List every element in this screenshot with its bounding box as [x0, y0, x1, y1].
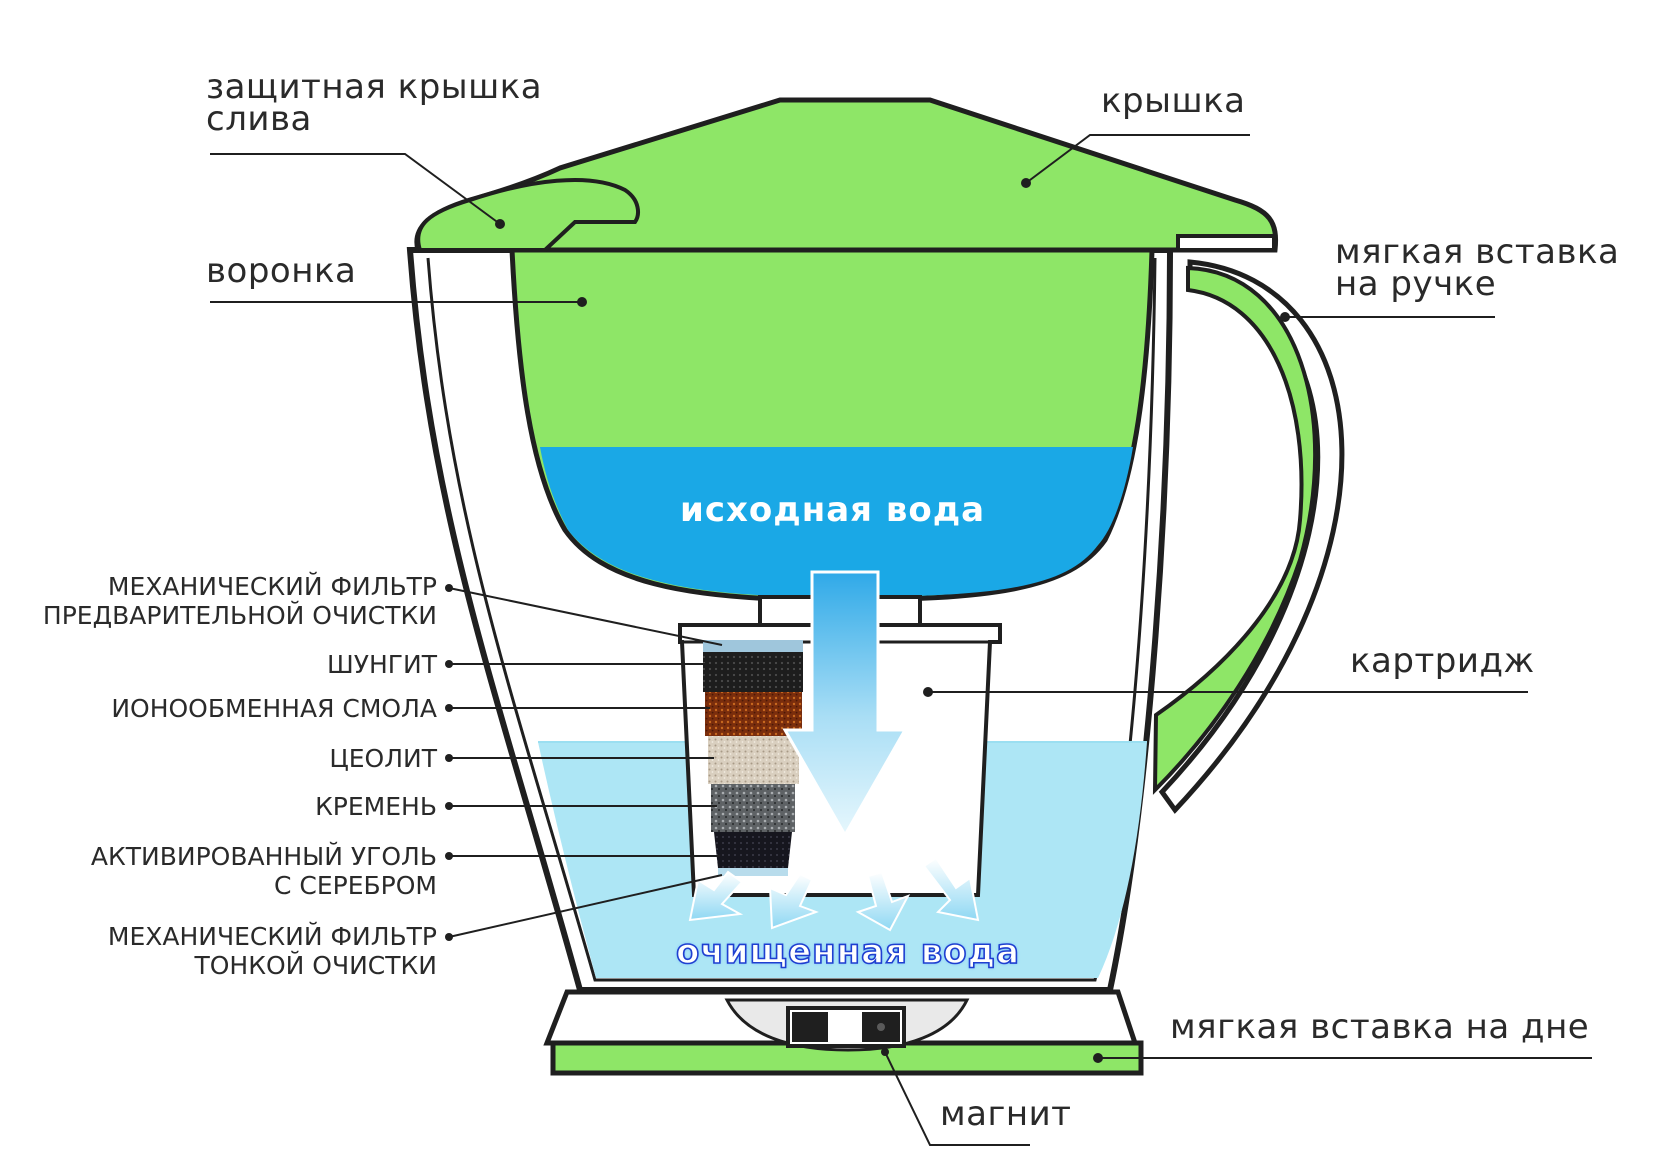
label-drain-cover: защитная крышка слива	[206, 67, 543, 139]
label-handle-insert-line2: на ручке	[1335, 264, 1497, 304]
label-prefilter-line1: МЕХАНИЧЕСКИЙ ФИЛЬТР	[107, 572, 437, 601]
label-carbon-line1: АКТИВИРОВАННЫЙ УГОЛЬ	[90, 842, 437, 871]
label-handle-insert-line1: мягкая вставка	[1335, 232, 1620, 272]
label-funnel: воронка	[206, 251, 357, 291]
outflow-arrow-3	[855, 870, 911, 932]
label-lid: крышка	[1101, 81, 1246, 121]
drain-cover	[416, 177, 640, 252]
label-ion-resin: ИОНООБМЕННАЯ СМОЛА	[111, 694, 437, 723]
outflow-arrow-2	[768, 872, 819, 930]
label-source-water: исходная вода	[680, 490, 986, 530]
label-fine-filter-line2: ТОНКОЙ ОЧИСТКИ	[194, 951, 437, 980]
pitcher-inner-wall	[426, 257, 1157, 982]
leader-dots	[445, 178, 1290, 1063]
label-flint: КРЕМЕНЬ	[315, 792, 437, 821]
layer-carbon	[714, 832, 792, 868]
outflow-arrow-4	[922, 856, 980, 922]
magnet	[724, 998, 970, 1052]
handle-insert	[1152, 265, 1318, 795]
filter-layers	[703, 640, 803, 876]
label-handle-insert: мягкая вставка на ручке	[1335, 232, 1620, 304]
label-prefilter-line2: ПРЕДВАРИТЕЛЬНОЙ ОЧИСТКИ	[42, 601, 437, 630]
source-water	[540, 447, 1133, 597]
label-carbon: АКТИВИРОВАННЫЙ УГОЛЬ С СЕРЕБРОМ	[91, 842, 437, 900]
label-carbon-line2: С СЕРЕБРОМ	[273, 871, 437, 900]
layer-zeolite	[708, 736, 799, 784]
label-zeolite: ЦЕОЛИТ	[329, 744, 437, 773]
layer-prefilter	[703, 640, 803, 652]
outflow-arrow-1	[688, 870, 744, 922]
label-purified-water: очищенная вода	[675, 931, 1021, 973]
handle	[1152, 259, 1345, 814]
label-magnet: магнит	[940, 1094, 1072, 1134]
lid	[414, 97, 1279, 253]
outflow-arrows	[688, 856, 980, 932]
label-fine-filter: МЕХАНИЧЕСКИЙ ФИЛЬТР ТОНКОЙ ОЧИСТКИ	[108, 922, 437, 980]
leader-lines	[210, 134, 1592, 1146]
label-fine-filter-line1: МЕХАНИЧЕСКИЙ ФИЛЬТР	[107, 922, 437, 951]
down-arrow	[782, 570, 908, 839]
label-bottom-insert: мягкая вставка на дне	[1170, 1007, 1590, 1047]
label-cartridge: картридж	[1350, 641, 1535, 681]
label-drain-cover-line1: защитная крышка	[206, 67, 543, 107]
layer-flint	[711, 784, 795, 832]
label-shungite: ШУНГИТ	[327, 650, 437, 679]
layer-shungite	[703, 652, 803, 692]
label-drain-cover-line2: слива	[206, 99, 312, 139]
layer-fine-filter	[718, 868, 788, 876]
label-prefilter: МЕХАНИЧЕСКИЙ ФИЛЬТР ПРЕДВАРИТЕЛЬНОЙ ОЧИС…	[43, 572, 437, 630]
